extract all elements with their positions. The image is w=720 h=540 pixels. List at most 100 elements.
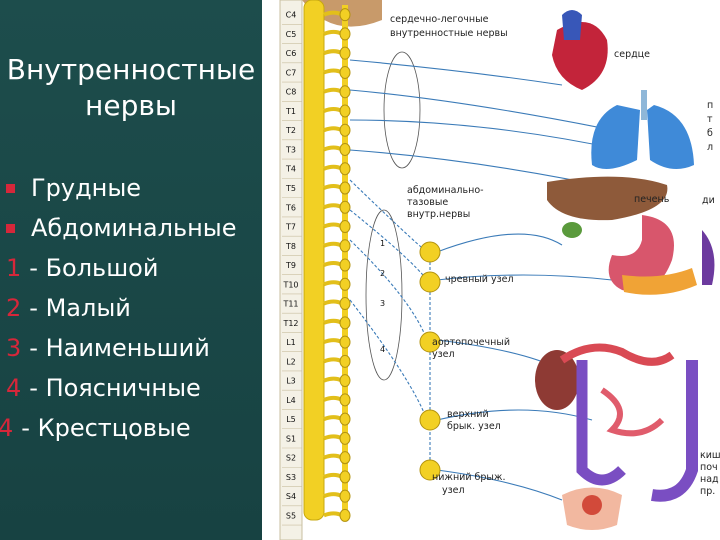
- label-sup-mesenteric-2: брык. узел: [447, 421, 501, 432]
- nerve-root: [323, 280, 343, 287]
- bullet-number: 4: [0, 414, 14, 442]
- bullet-text: Абдоминальные: [31, 214, 237, 242]
- segment-label: T9: [285, 261, 296, 270]
- nerve-root: [323, 299, 343, 306]
- segment-label: C6: [286, 49, 297, 58]
- connector-number-2: 2: [380, 269, 385, 278]
- label-celiac: чревный узел: [445, 274, 514, 285]
- trunk-ganglion: [339, 46, 351, 60]
- label-right-cut-1c: б: [707, 128, 713, 139]
- nerve-root: [323, 145, 343, 152]
- label-right-cut-1a: п: [707, 100, 713, 111]
- trunk-ganglion: [339, 200, 351, 214]
- segment-label: S3: [286, 473, 296, 482]
- trunk-ganglion: [339, 508, 351, 522]
- segment-label: T12: [282, 319, 298, 328]
- label-abdominal-3: внутр.нервы: [407, 209, 470, 220]
- trunk-ganglion: [339, 354, 351, 368]
- slide-title: Внутренностные нервы: [0, 52, 262, 124]
- nerve-root: [323, 184, 343, 190]
- trunk-ganglion: [339, 316, 351, 330]
- nerve-roots: [323, 10, 343, 518]
- connector-number-3: 3: [380, 299, 385, 308]
- nerve-root: [323, 395, 343, 402]
- segment-label: T6: [285, 203, 296, 212]
- trunk-ganglion: [339, 27, 351, 41]
- segment-label: T4: [285, 165, 296, 174]
- nerve-root: [323, 29, 343, 36]
- label-right-cut-2: ди: [702, 195, 715, 206]
- lungs-organ: [591, 90, 694, 169]
- trunk-ganglion: [339, 277, 351, 291]
- trunk-ganglion: [339, 470, 351, 484]
- spinal-cord: [303, 0, 325, 521]
- segment-label: L1: [286, 338, 296, 347]
- segment-label: S5: [286, 511, 296, 520]
- liver-organ: [547, 176, 668, 238]
- label-inf-mesenteric-1: нижний брыж.: [432, 472, 506, 483]
- vertebral-column: [279, 0, 303, 540]
- bullet-number: 2: [6, 294, 22, 322]
- nerve-root: [323, 511, 343, 518]
- bullet-item: 3 - Наименьший: [6, 328, 237, 368]
- segment-label: L4: [286, 396, 296, 405]
- bullet-number: 1: [6, 254, 22, 282]
- nerve-root: [323, 106, 343, 113]
- nerve-root: [323, 318, 343, 325]
- label-sup-mesenteric-1: верхний: [447, 409, 489, 420]
- label-right-cut-3a: киш: [700, 450, 720, 461]
- segment-label: C4: [286, 11, 297, 20]
- label-inf-mesenteric-2: узел: [442, 485, 465, 496]
- bullet-item: 1 - Большой: [6, 248, 237, 288]
- segment-label: T3: [285, 145, 296, 154]
- nerve-root: [323, 126, 343, 133]
- trunk-ganglion: [339, 181, 351, 195]
- segment-label: C7: [286, 68, 297, 77]
- segment-label: T10: [282, 280, 298, 289]
- segment-label: T8: [285, 242, 296, 251]
- trunk-ganglion: [339, 431, 351, 445]
- square-bullet-icon: [6, 223, 15, 233]
- trunk-ganglion: [339, 393, 351, 407]
- trunk-ganglion: [339, 142, 351, 156]
- segment-label: T11: [282, 300, 298, 309]
- nerve-root: [323, 338, 343, 344]
- segment-label: L5: [286, 415, 296, 424]
- segment-labels: C4C5C6C7C8T1T2T3T4T5T6T7T8T9T10T11T12L1L…: [282, 11, 302, 526]
- trunk-ganglion: [339, 297, 351, 311]
- bullet-number: 3: [6, 334, 22, 362]
- label-right-cut-1b: т: [707, 114, 713, 125]
- segment-label: T1: [285, 107, 296, 116]
- bullet-item: Абдоминальные: [6, 208, 237, 248]
- label-right-cut-3b: поч: [700, 462, 718, 473]
- bullet-item: 4 - Крестцовые: [0, 408, 237, 448]
- segment-label: C8: [286, 88, 297, 97]
- bullet-item: Грудные: [6, 168, 237, 208]
- trunk-ganglion: [339, 85, 351, 99]
- nerve-root: [323, 164, 343, 171]
- square-bullet-icon: [6, 183, 15, 193]
- bullet-number: 4: [6, 374, 22, 402]
- label-heart: сердце: [614, 49, 650, 60]
- label-abdominal-2: тазовые: [407, 197, 448, 208]
- segment-label: S4: [286, 492, 296, 501]
- title-line-1: Внутренностные: [6, 53, 256, 86]
- trunk-ganglion: [339, 489, 351, 503]
- trunk-ganglion: [339, 412, 351, 426]
- segment-label: L3: [286, 377, 296, 386]
- bullet-text: - Малый: [29, 294, 131, 322]
- label-right-cut-1d: л: [707, 142, 713, 153]
- label-cardio-2: внутренностные нервы: [390, 28, 508, 39]
- nerve-root: [323, 492, 343, 499]
- segment-label: T5: [285, 184, 296, 193]
- segment-label: S1: [286, 434, 296, 443]
- nerve-root: [323, 415, 343, 421]
- segment-label: T2: [285, 126, 296, 135]
- trunk-ganglion: [339, 220, 351, 234]
- bullet-text: - Крестцовые: [21, 414, 191, 442]
- bullet-item: 4 - Поясничные: [6, 368, 237, 408]
- abdominal-oval: [365, 209, 403, 381]
- nerve-root: [323, 434, 343, 441]
- label-cardio-1: сердечно-легочные: [390, 14, 489, 25]
